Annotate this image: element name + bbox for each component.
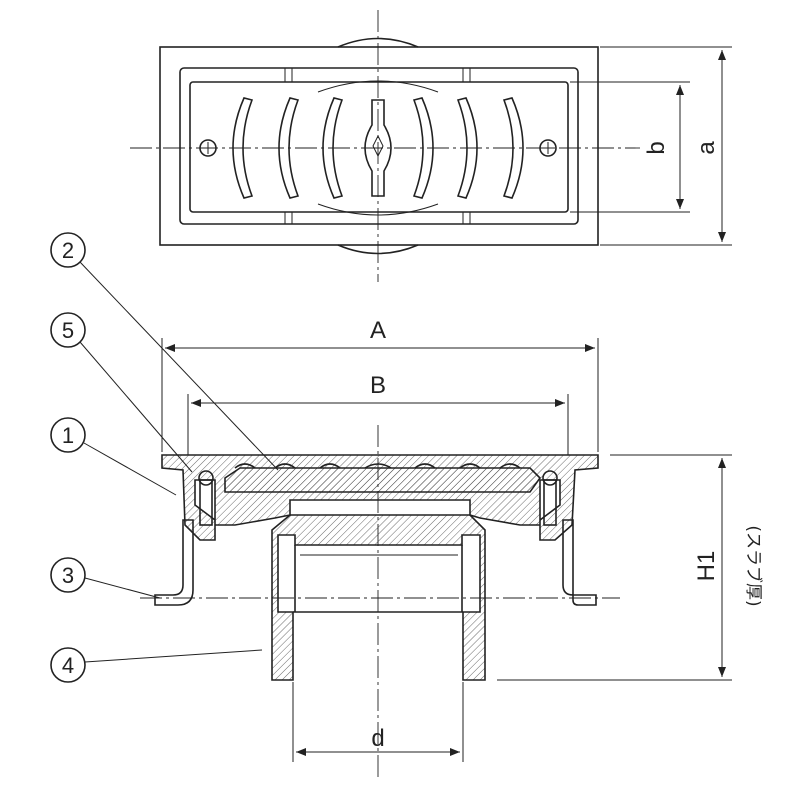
callout-1: 1 [50, 417, 86, 453]
callout-5: 5 [50, 312, 86, 348]
svg-text:4: 4 [62, 653, 74, 678]
callout-3: 3 [50, 557, 86, 593]
svg-text:2: 2 [62, 238, 74, 263]
dim-a-label: a [693, 141, 720, 155]
svg-text:5: 5 [62, 318, 74, 343]
section-view: A B d H1 (スラブ厚) [50, 232, 764, 780]
dim-A-label: A [370, 317, 386, 344]
grate-slots [232, 97, 524, 199]
dim-B-label: B [370, 372, 386, 399]
dim-b-label: b [643, 141, 670, 154]
callout-4: 4 [50, 647, 86, 683]
dim-d-label: d [371, 725, 384, 752]
callout-2: 2 [50, 232, 86, 268]
svg-text:1: 1 [62, 423, 74, 448]
svg-text:3: 3 [62, 563, 74, 588]
slab-thickness-note: (スラブ厚) [743, 525, 764, 606]
top-view: b a [130, 10, 732, 282]
dim-H1-label: H1 [693, 551, 720, 582]
